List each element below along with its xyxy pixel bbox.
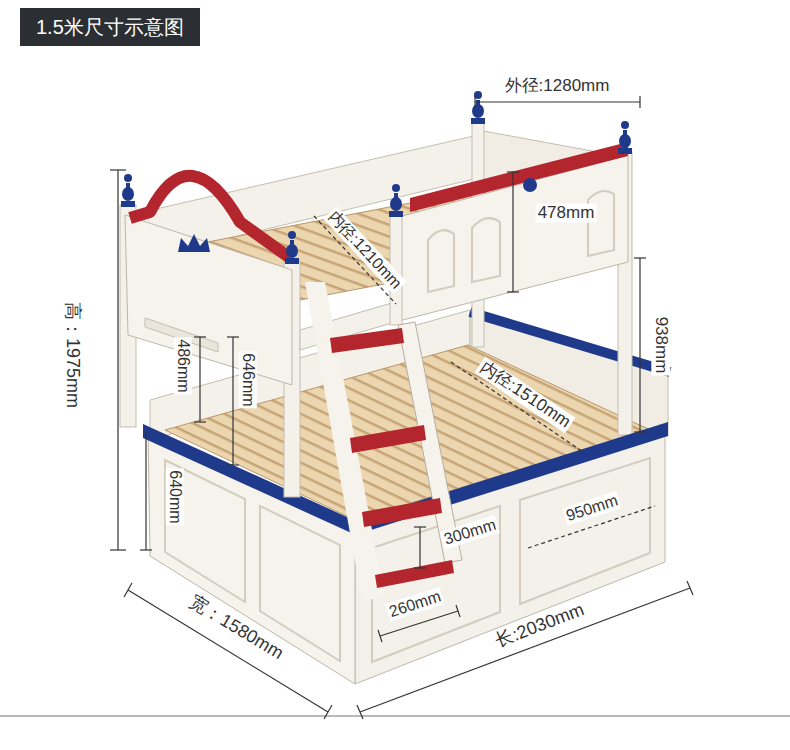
dimension-tick bbox=[634, 257, 646, 258]
finial bbox=[471, 91, 485, 124]
finial-part bbox=[126, 183, 130, 188]
arch-window bbox=[588, 191, 614, 256]
finial-part bbox=[390, 197, 402, 211]
finial-part bbox=[619, 134, 631, 148]
dimension-line bbox=[512, 172, 513, 292]
finial bbox=[389, 184, 403, 217]
finial bbox=[285, 231, 299, 264]
drawer-panel bbox=[372, 506, 500, 662]
finial-part bbox=[472, 104, 484, 118]
dimension-line bbox=[232, 337, 233, 465]
lower-end-panel bbox=[148, 430, 355, 684]
dimension-tick bbox=[357, 705, 363, 719]
dimension-tick bbox=[378, 630, 382, 642]
dimension-line bbox=[419, 527, 420, 568]
finial-part bbox=[392, 184, 400, 192]
crown-logo bbox=[178, 234, 210, 252]
dimension-tick bbox=[140, 549, 152, 550]
dimension-label: 938mm bbox=[652, 315, 671, 376]
dimension-tick bbox=[124, 583, 132, 597]
dimension-label: 640mm bbox=[166, 468, 184, 525]
dimension-tick bbox=[507, 291, 519, 292]
finial-part bbox=[394, 193, 398, 198]
dimension-tick bbox=[194, 421, 206, 422]
arch-window bbox=[428, 230, 454, 292]
dimension-tick bbox=[639, 96, 640, 108]
inset-panel bbox=[165, 460, 245, 602]
dimension-label: 486mm bbox=[174, 337, 192, 394]
dimension-tick bbox=[110, 549, 126, 550]
ladder-step bbox=[350, 425, 426, 453]
logo-dot bbox=[523, 178, 537, 192]
dimension-tick bbox=[456, 605, 460, 617]
dimension-tick bbox=[110, 169, 126, 170]
ladder-step bbox=[375, 560, 454, 588]
dimension-tick bbox=[324, 705, 332, 719]
finial bbox=[618, 121, 632, 154]
dimension-tick bbox=[507, 171, 519, 172]
ladder-step bbox=[330, 328, 404, 353]
finial-part bbox=[471, 118, 485, 124]
finial-part bbox=[623, 130, 627, 135]
red-rail bbox=[410, 142, 628, 212]
dimension-line bbox=[117, 170, 118, 550]
finial-part bbox=[618, 148, 632, 154]
ladder-step bbox=[362, 498, 442, 527]
dimension-tick bbox=[227, 464, 239, 465]
dimension-line bbox=[639, 258, 640, 432]
finial-part bbox=[121, 201, 135, 207]
arch-window bbox=[472, 218, 500, 282]
dimension-tick bbox=[414, 526, 426, 527]
finial-part bbox=[286, 244, 298, 258]
finial-part bbox=[621, 121, 629, 129]
dimension-tick bbox=[474, 96, 475, 108]
title-band: 1.5米尺寸示意图 bbox=[20, 8, 200, 46]
finial-part bbox=[290, 240, 294, 245]
dimension-label: 高：1975mm bbox=[62, 300, 82, 410]
bottom-rule bbox=[0, 715, 790, 717]
dimension-lines bbox=[110, 96, 693, 719]
dimension-line bbox=[128, 590, 328, 712]
blue-rail bbox=[143, 424, 358, 536]
drawer-panel bbox=[520, 458, 650, 604]
finial-part bbox=[288, 231, 296, 239]
finial-part bbox=[389, 211, 403, 217]
dimension-line bbox=[145, 432, 146, 550]
lower-side-panel bbox=[355, 428, 665, 684]
finial-part bbox=[122, 187, 134, 201]
dashed-dimension bbox=[451, 362, 583, 452]
dimension-tick bbox=[414, 567, 426, 568]
dimension-line bbox=[475, 101, 640, 102]
dimension-tick bbox=[194, 336, 206, 337]
dimension-label: 外径:1280mm bbox=[503, 77, 612, 96]
dimension-tick bbox=[687, 581, 693, 595]
finial-part bbox=[285, 258, 299, 264]
dimension-line bbox=[199, 337, 200, 422]
finial-part bbox=[124, 174, 132, 182]
dimension-tick bbox=[227, 336, 239, 337]
finial bbox=[121, 174, 135, 207]
title-text: 1.5米尺寸示意图 bbox=[36, 16, 184, 38]
dimension-label: 478mm bbox=[536, 204, 597, 223]
dimension-tick bbox=[634, 431, 646, 432]
dimension-label: 646mm bbox=[239, 351, 257, 408]
red-arch bbox=[130, 176, 290, 258]
